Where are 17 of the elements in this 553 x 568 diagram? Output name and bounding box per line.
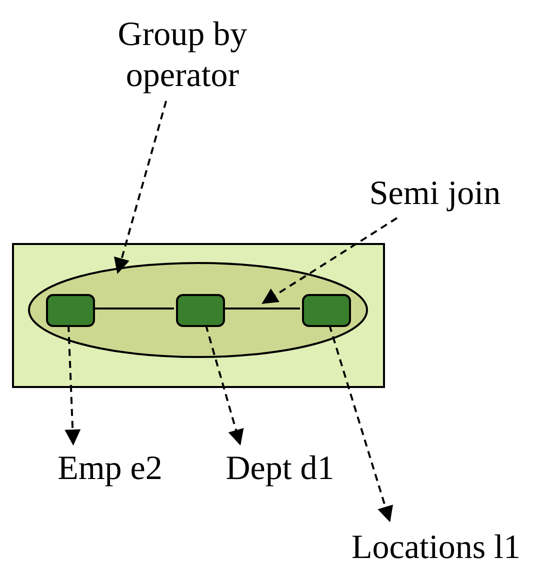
dashed-arrow [114,100,168,274]
dashed-arrow [64,324,81,446]
node-label: Emp e2 [56,448,164,489]
dashed-arrow [328,324,394,522]
rounded-box [302,294,351,327]
node-label: Group by operator [116,15,248,96]
ellipse-shape [28,262,368,358]
band-rectangle [12,243,385,388]
connector-line [93,308,174,310]
connector-line [223,308,300,310]
node-label: Semi join [368,174,502,214]
rounded-box [176,294,225,327]
dashed-arrow [262,217,398,304]
dashed-arrow [204,324,244,446]
node-label: Dept d1 [224,448,336,489]
node-label: Locations l1 [350,528,522,568]
rounded-box [46,294,95,327]
